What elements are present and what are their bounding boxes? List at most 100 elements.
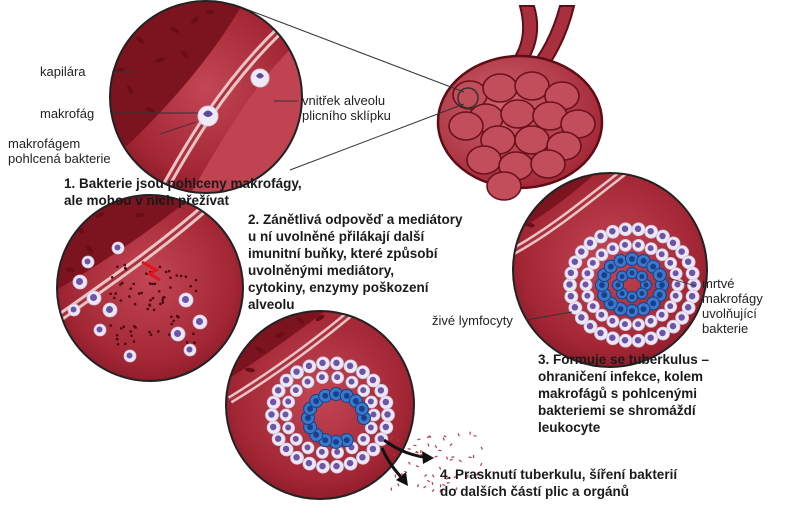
bacterium-speck (408, 448, 411, 449)
cytokine-dot (161, 299, 164, 302)
cytokine-dot (186, 341, 189, 344)
lymphocyte-nucleus (378, 387, 385, 394)
lymphocyte-nucleus (275, 387, 282, 394)
lymphocyte-nucleus (270, 399, 277, 406)
dead-macrophage-core (639, 291, 644, 296)
cytokine-dot (151, 283, 154, 286)
lymphocyte-nucleus (635, 321, 641, 327)
step-2-caption: 2. Zánětlivá odpověď a mediátory u ní uv… (248, 211, 463, 313)
bacterium-speck (450, 459, 453, 461)
cytokine-dot (117, 343, 120, 346)
lymphocyte-nucleus (578, 248, 585, 255)
dead-macrophage-core (599, 282, 605, 288)
dead-macrophage-core (620, 274, 625, 279)
cytokine-dot (124, 264, 127, 267)
label-engulfed-bacteria-line1: makrofágem (8, 136, 80, 152)
alveolus-sac (449, 112, 483, 140)
dead-macrophage-core (644, 283, 649, 288)
cytokine-dot (124, 343, 127, 346)
cytokine-dot (109, 292, 112, 295)
dead-macrophage-core (608, 300, 614, 306)
label-dead-macrophages-line2: makrofágy (702, 291, 763, 307)
cytokine-dot (169, 276, 172, 279)
lymphocyte-nucleus (659, 312, 665, 318)
cytokine-dot (195, 290, 198, 293)
lymphocyte-nucleus (587, 323, 594, 330)
lymphocyte-nucleus (609, 335, 616, 342)
dead-macrophage-core (361, 415, 367, 421)
lymphocyte-nucleus (305, 444, 311, 450)
bacterium-speck (427, 480, 430, 483)
dead-macrophage-core (618, 258, 624, 264)
dead-macrophage-core (659, 282, 665, 288)
cytokine-dot (123, 326, 126, 329)
lymphocyte-nucleus (635, 337, 642, 344)
cytokine-dot (113, 297, 116, 300)
lymphocyte-nucleus (635, 226, 642, 233)
cytokine-dot (153, 309, 156, 312)
lymphocyte-nucleus (678, 248, 685, 255)
step-3-caption: 3. Formuje se tuberkulus – ohraničení in… (538, 351, 709, 436)
cytokine-dot (133, 340, 136, 343)
bacterium-speck (395, 474, 397, 477)
cytokine-dot (132, 283, 135, 286)
cytokine-dot (170, 315, 173, 318)
lymphocyte-nucleus (597, 233, 604, 240)
alveolus-sac (483, 74, 517, 102)
dead-macrophage-core (620, 291, 625, 296)
bacterium-speck (417, 484, 419, 487)
cytokine-dot (157, 330, 160, 333)
alveoli-cluster (438, 6, 602, 200)
bacterium-speck (469, 456, 472, 458)
lymphocyte-nucleus (598, 312, 604, 318)
lymphocyte-nucleus (347, 363, 354, 370)
lymphocyte-nucleus (648, 245, 654, 251)
cytokine-dot (111, 276, 114, 279)
cytokine-dot (116, 265, 119, 268)
cytokine-dot (168, 333, 171, 336)
bacterium-speck (432, 482, 434, 485)
cytokine-dot (128, 295, 131, 298)
lymphocyte-nucleus (334, 374, 340, 380)
dead-macrophage-core (616, 283, 621, 288)
cytokine-dot (116, 334, 119, 337)
cytokine-dot (138, 292, 141, 295)
lymphocyte-nucleus (333, 360, 340, 367)
red-blood-cell (595, 161, 606, 170)
lymphocyte-nucleus (97, 327, 103, 333)
step-1-caption: 1. Bakterie jsou pohlceny makrofágy, ale… (64, 175, 302, 209)
lymphocyte-nucleus (182, 296, 189, 303)
lymphocyte-nucleus (306, 363, 313, 370)
dead-macrophage-core (313, 432, 319, 438)
lymphocyte-nucleus (584, 293, 590, 299)
dead-macrophage-core (307, 424, 313, 430)
lymphocyte-nucleus (115, 245, 121, 251)
label-alveolus-interior-line2: plicního sklípku (302, 108, 391, 124)
dead-macrophage-core (629, 308, 635, 314)
lymphocyte-nucleus (283, 377, 290, 384)
dead-macrophage-core (630, 271, 635, 276)
lymphocyte-nucleus (635, 242, 641, 248)
alveolus-sac (501, 100, 535, 128)
lymphocyte-nucleus (106, 306, 113, 313)
bacterium-speck (443, 435, 446, 438)
alveolus-sac (515, 72, 549, 100)
cytokine-dot (189, 285, 192, 288)
dead-macrophage-core (629, 256, 635, 262)
lymphocyte-nucleus (319, 374, 325, 380)
lymphocyte-nucleus (673, 293, 679, 299)
lymphocyte-nucleus (71, 307, 77, 313)
lymphocyte-nucleus (85, 259, 91, 265)
dead-macrophage-core (313, 398, 319, 404)
lymphocyte-nucleus (647, 335, 654, 342)
dead-macrophage-core (333, 439, 339, 445)
cytokine-dot (159, 266, 162, 269)
dead-macrophage-core (630, 295, 635, 300)
lymphocyte-nucleus (659, 330, 666, 337)
lymphocyte-nucleus (673, 270, 679, 276)
bacterium-speck (450, 443, 453, 446)
label-capillary: kapilára (40, 64, 86, 80)
bacterium-speck (432, 474, 435, 477)
lymphocyte-nucleus (285, 424, 291, 430)
lymphocyte-nucleus (689, 293, 696, 300)
